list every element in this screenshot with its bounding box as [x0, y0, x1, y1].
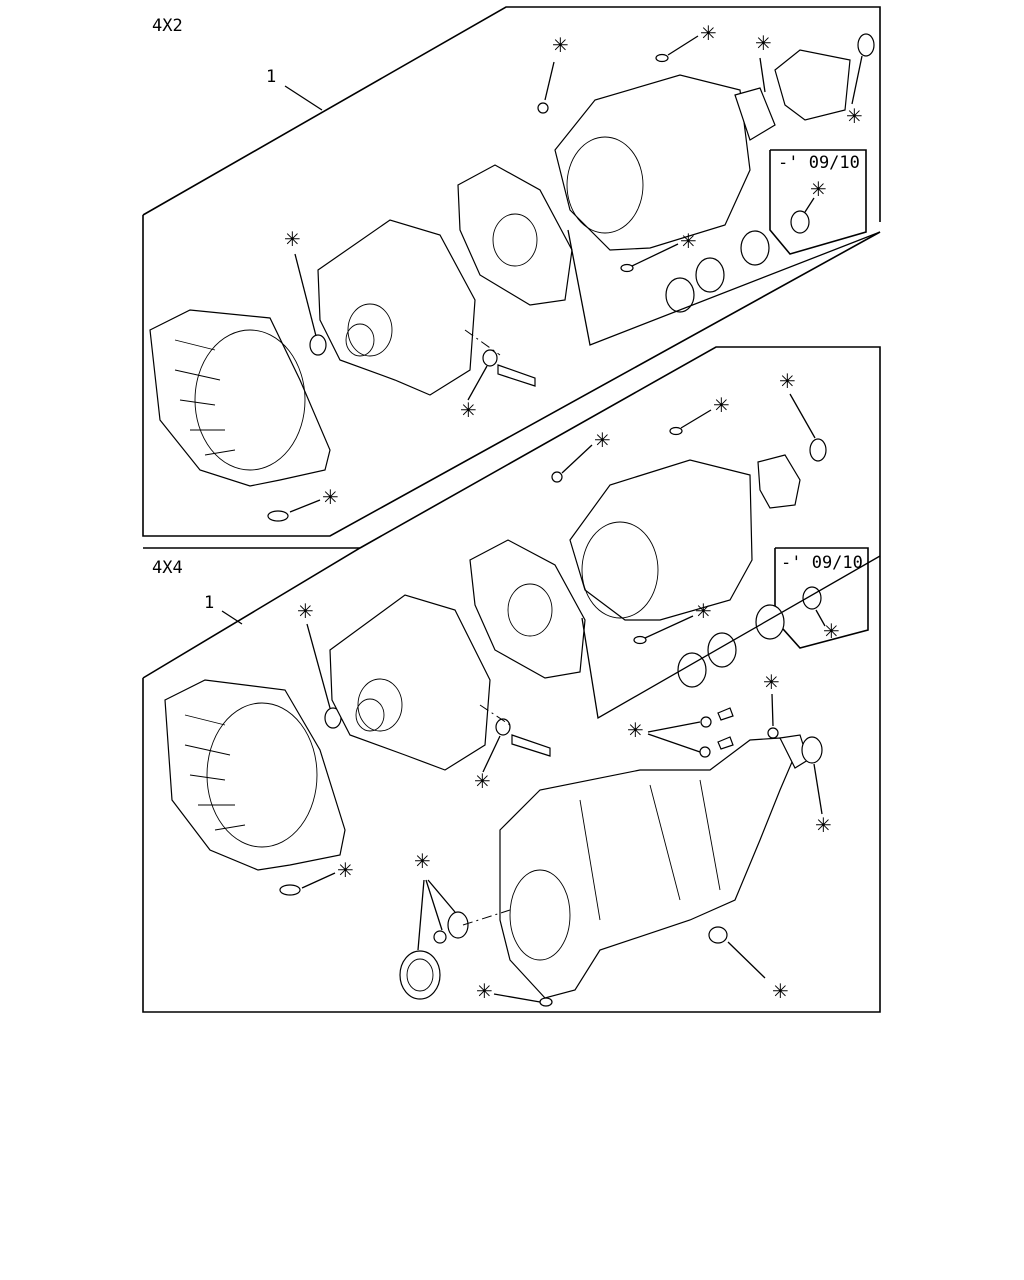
- o-ring: [767, 727, 779, 739]
- o-ring: [537, 102, 549, 114]
- o-ring: [633, 635, 647, 645]
- supply-markers: ✳ ✳ ✳ ✳ ✳ ✳ ✳ ✳ ✳ ✳ ✳ ✳: [297, 369, 840, 1003]
- transfer-case: [499, 734, 809, 999]
- rear-adapter: [757, 454, 801, 509]
- washer: [482, 349, 498, 367]
- drain-plug: [267, 510, 289, 522]
- oil-seal: [790, 210, 810, 234]
- intermediate-housing: [317, 219, 476, 396]
- supply-markers: ✳ ✳ ✳ ✳ ✳ ✳ ✳ ✳ ✳: [284, 21, 863, 513]
- item-number-4x2: 1: [266, 67, 276, 87]
- svg-text:✳: ✳: [846, 104, 863, 128]
- adapter-plate: [457, 164, 573, 306]
- oil-seal: [447, 911, 469, 939]
- large-oil-seal: [399, 950, 441, 1000]
- leader-line: [221, 610, 243, 625]
- svg-text:✳: ✳: [627, 718, 644, 742]
- svg-text:✳: ✳: [414, 849, 431, 873]
- frame-4x2-bottom: [142, 215, 881, 537]
- gear-set: [665, 230, 770, 313]
- svg-text:✳: ✳: [476, 979, 493, 1003]
- o-ring: [669, 426, 683, 436]
- svg-text:✳: ✳: [823, 619, 840, 643]
- frame-4x4: [142, 346, 881, 1013]
- svg-text:✳: ✳: [322, 485, 339, 509]
- o-ring: [700, 716, 712, 728]
- bolt: [717, 736, 734, 750]
- o-ring: [551, 471, 563, 483]
- gear-group-outline: [567, 229, 881, 346]
- svg-text:✳: ✳: [552, 33, 569, 57]
- transmission-case: [554, 74, 751, 251]
- gear-set: [677, 604, 785, 688]
- oil-seal: [809, 438, 827, 462]
- section-title-4x2: 4X2: [152, 16, 183, 36]
- svg-text:✳: ✳: [755, 31, 772, 55]
- svg-text:✳: ✳: [474, 769, 491, 793]
- drain-plug: [279, 884, 301, 896]
- section-title-4x4: 4X4: [152, 558, 183, 578]
- svg-text:✳: ✳: [772, 979, 789, 1003]
- svg-text:✳: ✳: [700, 21, 717, 45]
- bolt: [511, 734, 551, 757]
- svg-text:✳: ✳: [680, 229, 697, 253]
- date-note-text: -' 09/10: [778, 153, 860, 173]
- o-ring: [655, 53, 669, 63]
- svg-text:✳: ✳: [713, 393, 730, 417]
- item-number-4x4: 1: [204, 593, 214, 613]
- svg-text:✳: ✳: [337, 858, 354, 882]
- date-note-text: -' 09/10: [781, 553, 863, 573]
- seal-ring: [309, 334, 327, 356]
- svg-text:✳: ✳: [695, 599, 712, 623]
- bolt: [497, 364, 536, 387]
- section-4x2: 4X2 1 -' 09/10: [142, 6, 881, 537]
- intermediate-housing: [329, 594, 491, 771]
- svg-text:✳: ✳: [594, 428, 611, 452]
- svg-text:✳: ✳: [284, 227, 301, 251]
- date-note-4x2: -' 09/10: [769, 149, 867, 255]
- o-ring: [620, 263, 634, 273]
- adapter-plate: [469, 539, 586, 679]
- gear-group-outline: [581, 555, 881, 720]
- svg-text:✳: ✳: [810, 177, 827, 201]
- svg-text:✳: ✳: [297, 599, 314, 623]
- drain-plug: [539, 997, 553, 1007]
- svg-text:✳: ✳: [815, 813, 832, 837]
- oil-seal: [801, 736, 823, 764]
- clutch-housing: [164, 679, 346, 871]
- o-ring: [433, 930, 447, 944]
- svg-text:✳: ✳: [460, 398, 477, 422]
- oil-seal: [857, 33, 875, 57]
- svg-text:✳: ✳: [779, 369, 796, 393]
- frame-4x2-top: [142, 6, 881, 222]
- leader-line: [284, 85, 323, 111]
- gasket: [734, 87, 776, 141]
- section-4x4: 4X4 1 -' 09/10: [142, 346, 881, 1013]
- o-ring: [699, 746, 711, 758]
- rear-extension: [774, 49, 851, 121]
- bolt: [717, 707, 734, 721]
- oil-seal: [708, 926, 728, 944]
- washer: [495, 718, 511, 736]
- clutch-housing: [149, 309, 331, 487]
- transmission-case: [569, 459, 753, 621]
- svg-text:✳: ✳: [763, 670, 780, 694]
